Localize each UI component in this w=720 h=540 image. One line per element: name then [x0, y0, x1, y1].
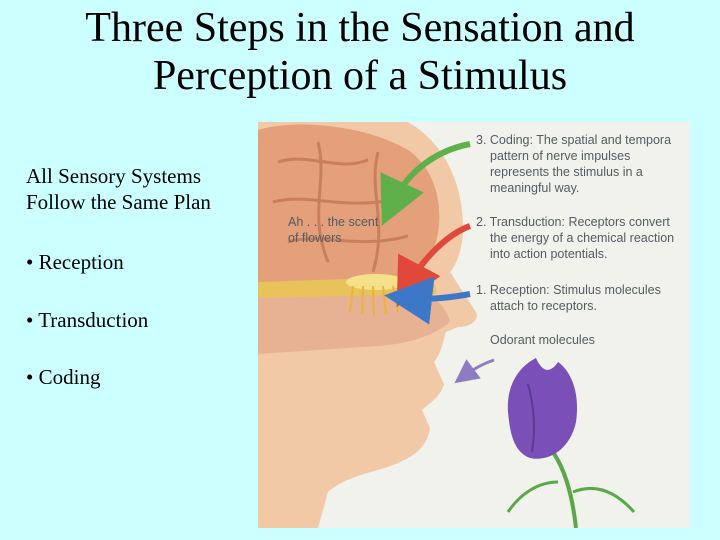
- transduction-label: 2. Transduction:: [476, 215, 565, 229]
- coding-line-2: pattern of nerve impulses: [490, 149, 630, 163]
- flower-bloom: [507, 358, 578, 459]
- coding-line-3: represents the stimulus in a: [490, 165, 643, 179]
- olfactory-bulb: [346, 274, 406, 290]
- ah-caption-line-1: Ah . . . the scent: [288, 215, 379, 229]
- transduction-line-1: Receptors convert: [568, 215, 670, 229]
- reception-line-2: attach to receptors.: [490, 299, 597, 313]
- svg-text:3. Coding: The spatial and tem: 3. Coding: The spatial and tempora: [476, 133, 671, 147]
- slide-title: Three Steps in the Sensation and Percept…: [0, 4, 720, 100]
- bullet-transduction: • Transduction: [26, 308, 149, 332]
- reception-line-1: Stimulus molecules: [553, 283, 661, 297]
- reception-label: 1. Reception:: [476, 283, 550, 297]
- bullet-reception: • Reception: [26, 250, 124, 274]
- svg-text:2. Transduction: Receptors con: 2. Transduction: Receptors convert: [476, 215, 670, 229]
- flower-stem: [548, 446, 578, 528]
- arrow-odorant: [454, 358, 495, 384]
- arrow-coding: [380, 141, 471, 226]
- odorant-caption: Odorant molecules: [490, 333, 595, 347]
- transduction-line-3: into action potentials.: [490, 247, 607, 261]
- intro-text: All Sensory Systems Follow the Same Plan: [26, 163, 211, 215]
- ah-caption-line-2: of flowers: [288, 231, 342, 245]
- coding-label: 3. Coding:: [476, 133, 533, 147]
- head-diagram: 3. Coding: The spatial and tempora patte…: [258, 122, 674, 528]
- title-line-1: Three Steps in the Sensation and: [85, 5, 635, 51]
- intro-line-2: Follow the Same Plan: [26, 190, 211, 214]
- svg-text:1. Reception: Stimulus molecul: 1. Reception: Stimulus molecules: [476, 283, 661, 297]
- bullet-coding: • Coding: [26, 365, 101, 389]
- arrow-reception: [384, 276, 471, 325]
- transduction-line-2: the energy of a chemical reaction: [490, 231, 674, 245]
- coding-line-4: meaningful way.: [490, 181, 579, 195]
- sensation-illustration: 3. Coding: The spatial and tempora patte…: [258, 122, 690, 528]
- title-line-2: Perception of a Stimulus: [152, 53, 568, 99]
- intro-line-1: All Sensory Systems: [26, 164, 202, 188]
- coding-line-1: The spatial and tempora: [536, 133, 671, 147]
